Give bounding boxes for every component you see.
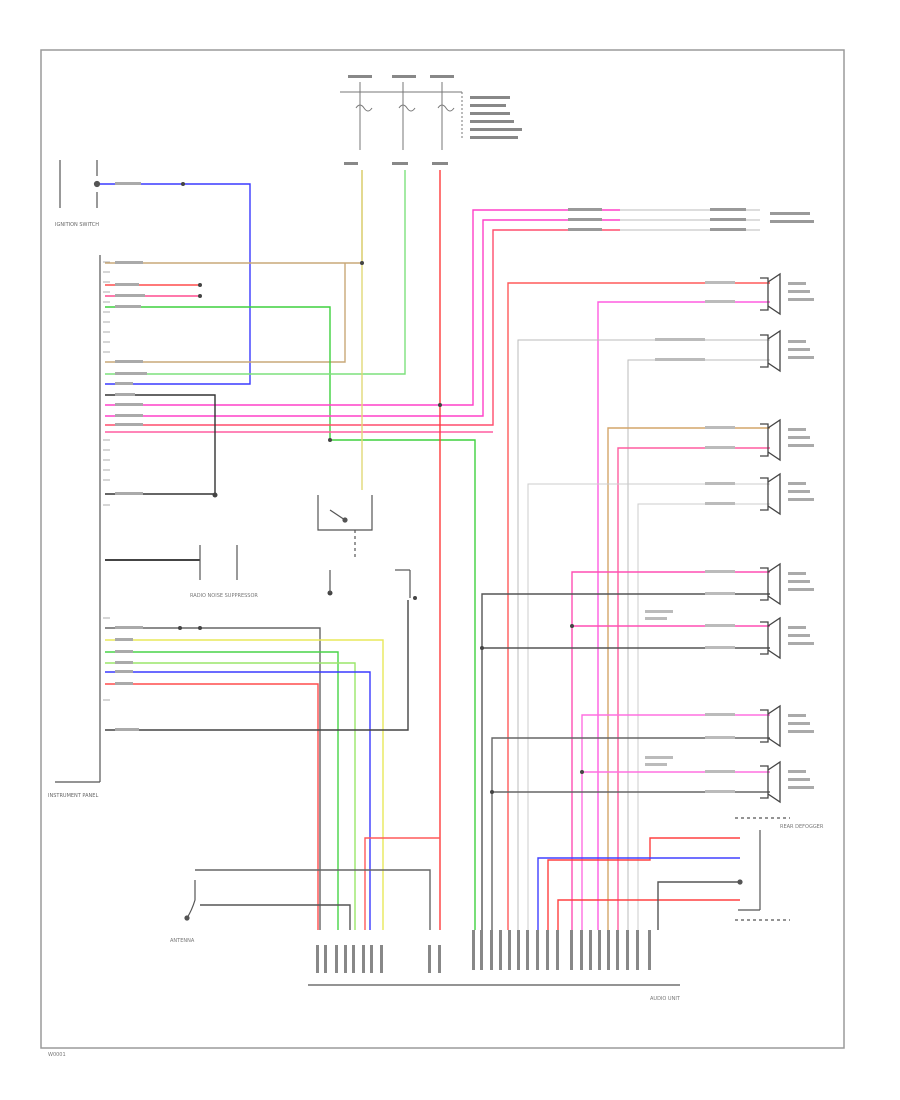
wire-blue-def [537,857,740,930]
tweeter-labels [568,208,814,231]
audio-unit-label: AUDIO UNIT [650,996,681,1002]
panel-pin-ticks [103,261,110,701]
radio-noise-label: RADIO NOISE SUPPRESSOR [190,593,258,599]
wire-gray-lfs2 [627,359,770,930]
left-wire-label-blocks [115,182,147,731]
wire-black-1 [105,394,216,495]
wire-red-b [105,229,620,426]
speaker-left-rear-2 [760,616,781,660]
wire-gray-rfs2 [637,503,770,930]
diagram-frame [40,49,845,1049]
rear-defogger [735,817,790,921]
speaker-left-front-2 [760,329,781,373]
speaker-left-rear [760,562,781,606]
instrument-panel-connector [55,255,101,783]
wire-lgreen [105,170,406,375]
wire-black-rr [491,737,770,930]
wire-red-lfs [507,282,770,930]
ground-symbols [212,492,417,600]
wire-yellow-2 [105,639,384,930]
speaker-right-front [760,418,781,462]
rear-defogger-label: REAR DEFOGGER [780,824,824,830]
wire-gray-2 [105,627,321,930]
wire-blue-ign [100,183,251,385]
wire-red-def [547,837,740,930]
wire-pink-b [105,219,620,417]
speaker-left-front [760,272,781,316]
wire-black-ant [200,904,351,930]
wire-lime [105,662,356,930]
ignition-switch-symbol [59,160,101,208]
audio-unit-pins [316,930,651,973]
speaker-right-front-2 [760,472,781,516]
ignition-switch-label: IGNITION SWITCH [55,222,99,228]
ground-lines [329,569,411,598]
diagram-id-label: W0001 [48,1052,66,1058]
fuse-block [340,82,463,150]
wire-pink-lr [571,571,770,930]
wire-pink-a [105,209,620,406]
wire-green-1 [105,306,476,930]
splice-dots [178,182,584,794]
wire-black-3 [105,600,409,731]
wire-black-lr [481,593,770,930]
wire-tan-2 [105,263,346,363]
wire-red-def2 [557,899,740,930]
wire-gray-rfs1 [527,483,770,930]
wire-pink-lfs [597,301,770,930]
instrument-panel-label: INSTRUMENT PANEL [48,793,98,799]
wire-gray-ant [195,869,431,930]
wire-tan-rfs [607,427,770,930]
speaker-right-rear-2 [760,760,781,804]
antenna-label: ANTENNA [170,938,195,944]
speaker-text-blocks [788,282,814,789]
wire-black-def [657,881,740,930]
antenna-symbol [184,880,196,921]
radio-suppressor [199,545,238,580]
wire-green-2 [105,651,339,930]
speaker-right-rear [760,704,781,748]
wire-label-blocks [645,281,735,793]
fuse-ticks [344,75,522,165]
wire-pink-rr [581,714,770,930]
speaker-symbols [760,272,781,804]
rear-relay-box [317,495,373,560]
wire-red-2 [105,683,319,930]
wire-blue-2 [105,671,371,930]
wire-red-loop [364,837,440,930]
